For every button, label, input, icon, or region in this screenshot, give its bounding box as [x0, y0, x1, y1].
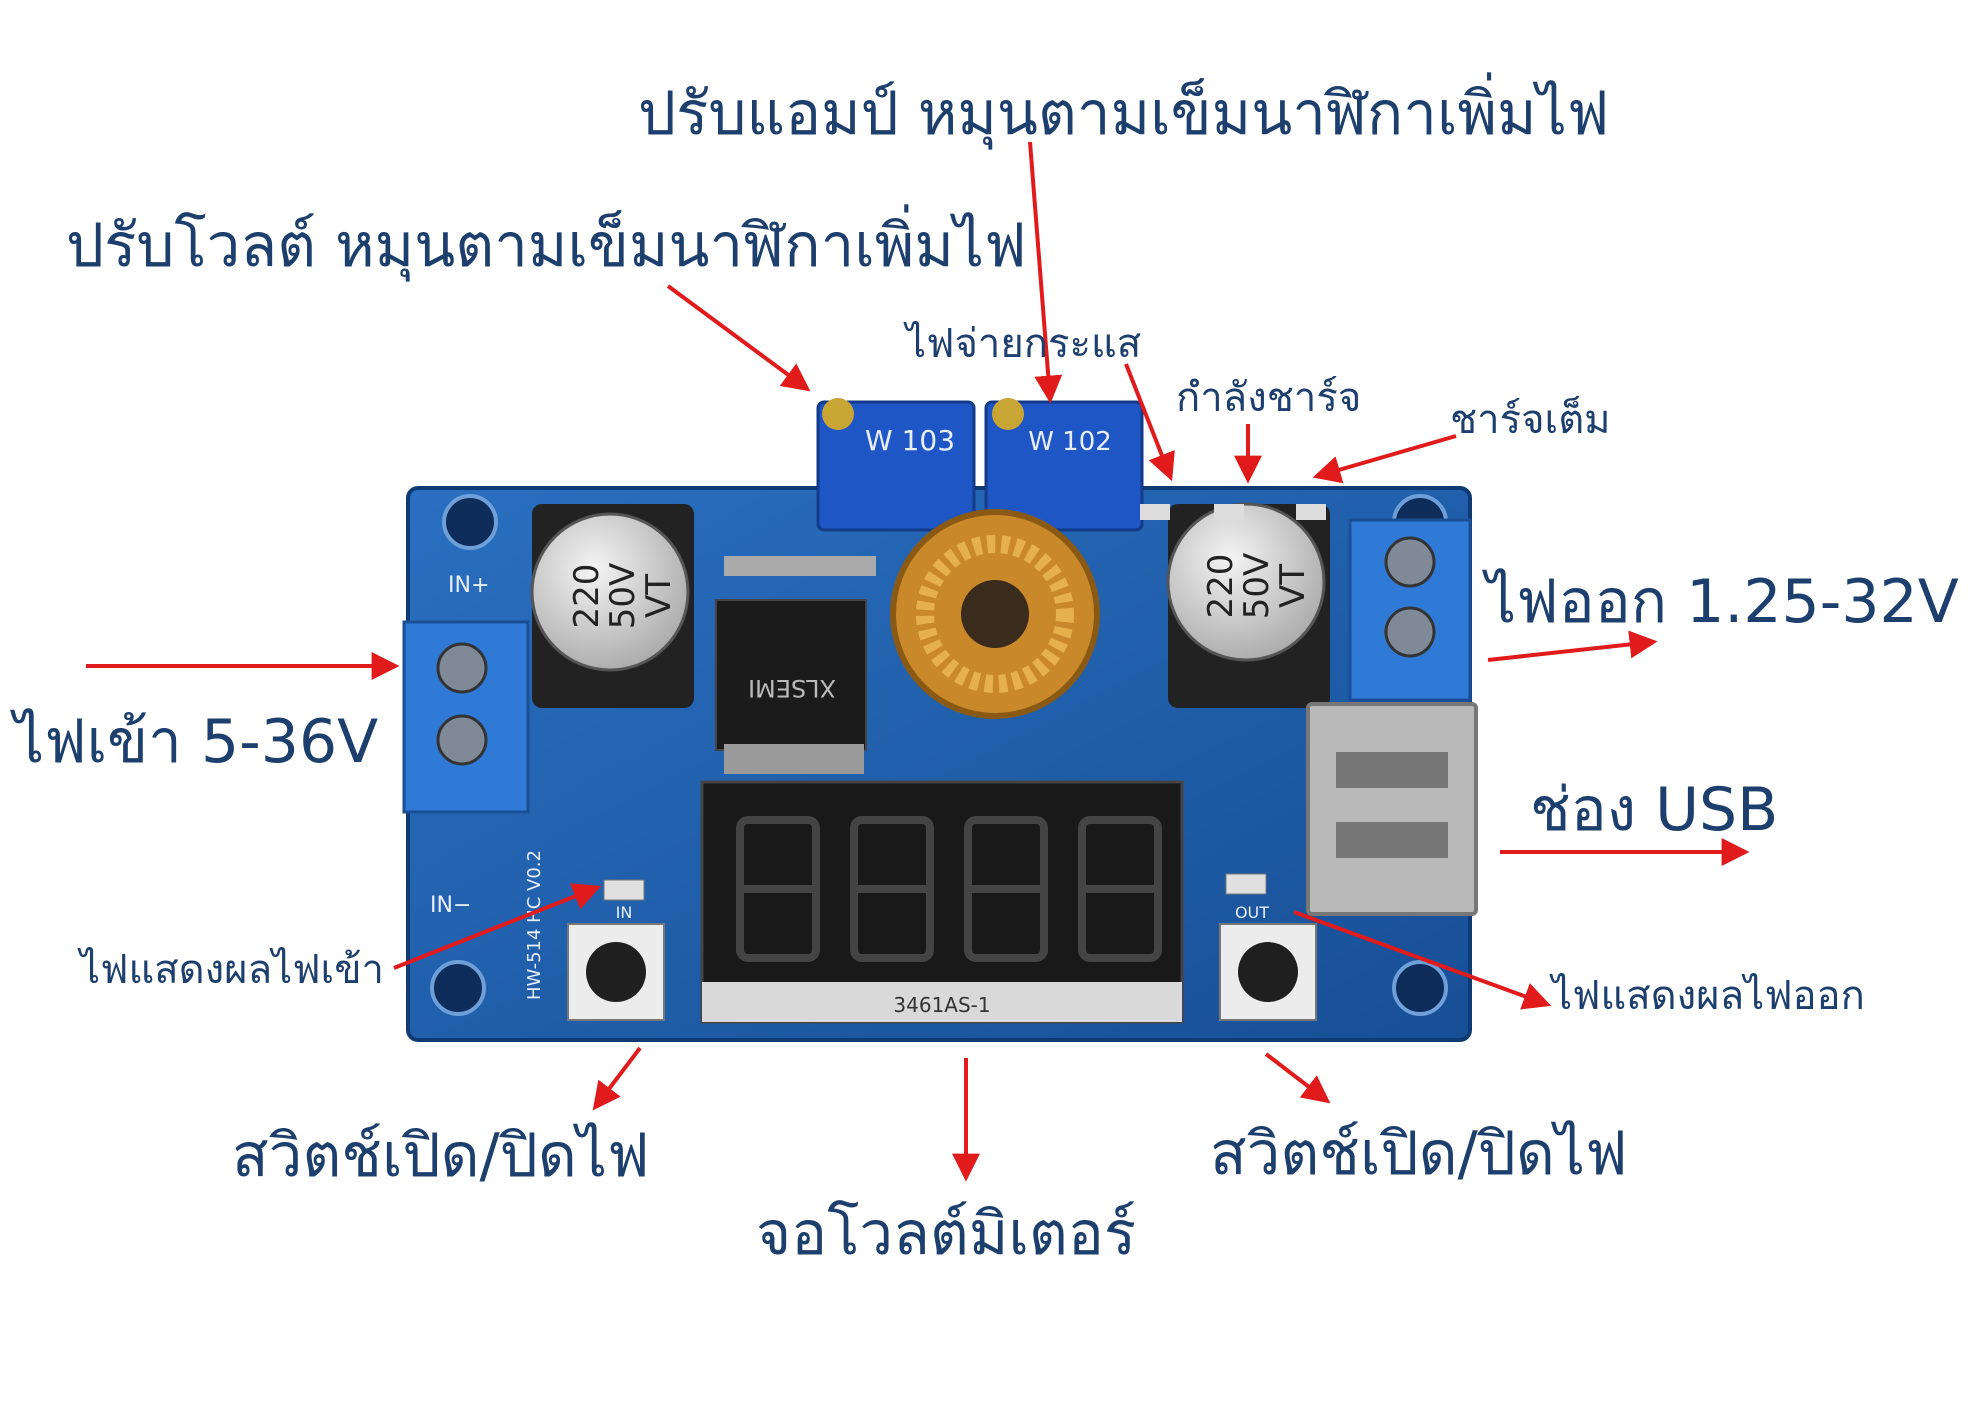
label-switch-left: สวิตช์เปิด/ปิดไฟ [232, 1121, 650, 1191]
usb-port [1306, 702, 1478, 916]
label-full-led: ชาร์จเต็ม [1450, 397, 1611, 443]
label-current-adjust: ปรับแอมป์ หมุนตามเข็มนาฬิกาเพิ่มไฟ [638, 79, 1610, 149]
svg-text:220: 220 [1201, 554, 1241, 619]
label-input: ไฟเข้า 5-36V [14, 707, 379, 777]
in-plus-label: IN+ [448, 573, 489, 598]
button-left [567, 923, 665, 1021]
arrow-out-led [1293, 910, 1552, 1010]
svg-text:XLSEMI: XLSEMI [748, 674, 836, 702]
arrow-cc [1124, 363, 1175, 482]
label-voltage-adjust: ปรับโวลต์ หมุนตามเข็มนาฬิกาเพิ่มไฟ [66, 211, 1027, 281]
label-switch-right: สวิตช์เปิด/ปิดไฟ [1210, 1119, 1628, 1189]
in-minus-label: IN− [430, 893, 471, 918]
pot-current: W 102 [984, 398, 1144, 532]
capacitor-left: 220 50V VT [530, 504, 694, 708]
svg-text:50V: 50V [1237, 553, 1277, 620]
status-leds [1140, 504, 1326, 520]
label-cc-led: ไฟจ่ายกระแส [906, 321, 1142, 367]
pot-voltage: W 103 [816, 398, 976, 532]
svg-text:OUT: OUT [1235, 903, 1269, 922]
arrow-in-led [393, 883, 602, 970]
led-out: OUT [1225, 873, 1269, 922]
svg-text:50V: 50V [603, 563, 643, 630]
arrow-voltage [666, 284, 811, 392]
arrow-switch-right [1264, 1052, 1331, 1104]
voltmeter-display: 3461AS-1 [700, 780, 1184, 1024]
button-right [1219, 923, 1317, 1021]
label-display: จอโวลต์มิเตอร์ [756, 1199, 1137, 1269]
svg-text:220: 220 [567, 564, 607, 629]
toroid-inductor [890, 509, 1100, 719]
svg-text:3461AS-1: 3461AS-1 [893, 993, 990, 1017]
svg-text:W 103: W 103 [865, 424, 955, 457]
led-in: IN [603, 879, 645, 922]
label-usb: ช่อง USB [1530, 775, 1779, 845]
svg-text:IN: IN [616, 903, 633, 922]
label-in-indicator: ไฟแสดงผลไฟเข้า [80, 947, 385, 993]
svg-text:VT: VT [1273, 564, 1313, 608]
arrow-full [1312, 434, 1457, 484]
label-charging-led: กำลังชาร์จ [1176, 375, 1362, 421]
label-output: ไฟออก 1.25-32V [1486, 567, 1959, 637]
arrow-current [1028, 141, 1063, 404]
arrow-switch-left [592, 1046, 642, 1111]
svg-text:W 102: W 102 [1028, 427, 1112, 457]
arrow-output [1487, 630, 1658, 662]
input-terminal [402, 620, 530, 814]
model-label: HW-514 HC V0.2 [524, 850, 545, 1000]
svg-text:VT: VT [639, 574, 679, 618]
regulator-chip: XLSEMI [715, 556, 876, 774]
label-out-indicator: ไฟแสดงผลไฟออก [1552, 973, 1865, 1019]
arrows [86, 141, 1750, 1182]
capacitor-right: 220 50V VT [1166, 502, 1330, 708]
output-terminal [1348, 518, 1472, 702]
